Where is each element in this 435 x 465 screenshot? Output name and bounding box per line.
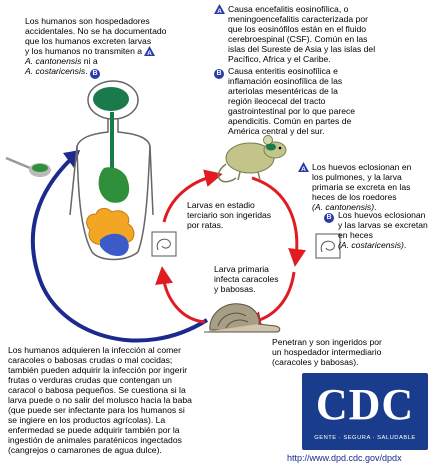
note-line: Penetran y son ingeridos por [272,337,382,347]
note-line: Larvas en estadio [187,200,255,210]
note-line: y los humanos no transmiten a A [25,46,195,56]
note-line: meningoencefalitis caracterizada por [228,14,368,24]
note-text: y los humanos no transmiten a [25,46,143,56]
species-a-cantonensis: A. cantonensis [25,56,82,66]
note-line: y las larvas se excretan [338,220,428,230]
human-brain [93,87,129,111]
badge-a-letter: A [217,8,222,14]
note-line: accidentales. No se ha documentado [25,26,167,36]
note-line: Los huevos eclosionan [338,210,426,220]
note-line: cerebroespinal (CSF). Común en las [228,34,368,44]
larva-box-right [315,233,341,259]
note-line: gastrointestinal por lo que parece [228,106,356,116]
cycle-arrow-larva-to-rat [162,169,223,223]
badge-a-letter: A [148,50,153,56]
badge-b-icon: B [214,66,224,79]
larva-box-left [151,231,177,257]
note-text: . [374,202,377,212]
note-line: caracol o babosa pequeños. Se cuestiona … [8,385,186,395]
note-line: se ingiere en los productos agrícolas). … [8,415,166,425]
note-b-enteritis: Causa enteritis eosinofílica e inflamaci… [228,66,428,136]
note-line: que los eosinófilos están en el fluido [228,24,367,34]
note-line: (que puede ser infectante para los human… [8,405,185,415]
cycle-arrow-rat-to-snail [251,176,307,267]
species-a-costaricensis: A. costaricensis [25,66,86,76]
note-line: los pulmones, y la larva [312,172,402,182]
note-line: A. cantonensis ni a [25,56,195,66]
badge-b-letter: B [92,70,98,77]
note-line: heces de los roedores [312,192,397,202]
note-a-eggs-rodent: Los huevos eclosionan en los pulmones, y… [312,162,430,212]
note-line: (caracoles y babosas). [272,357,359,367]
note-line: caracoles o babosas crudas o mal cocidas… [8,355,173,365]
note-line: terciario son ingeridas [187,210,272,220]
badge-b-letter: B [326,214,332,221]
note-line: un hospedador intermediario [272,347,382,357]
note-line: ingestión de animales paraténicos ingect… [8,435,182,445]
note-line: inflamación eosinofílica de las [228,76,343,86]
note-line: y babosas. [214,284,256,294]
note-text: ni a [81,56,98,66]
badge-b-icon: B [89,69,100,79]
note-b-eggs-feces: Los huevos eclosionan y las larvas se ex… [338,210,433,250]
note-text: . [85,66,88,76]
note-line: enfermedad se puede adquirir también por… [8,425,180,435]
note-line: arteriolas mesentéricas de la [228,86,338,96]
human-stomach [98,167,130,203]
note-line: por ratas. [187,220,224,230]
cycle-arrow-snail-to-larva [155,266,206,324]
note-line: A. costaricensis. B [25,66,195,79]
source-url-link[interactable]: http://www.dpd.cdc.gov/dpdx [287,453,402,463]
cdc-logo: CDC GENTE · SEGURA · SALUDABLE [302,373,428,450]
cdc-logo-tagline: GENTE · SEGURA · SALUDABLE [314,435,416,441]
snail-host [204,303,281,333]
note-third-stage-larvae: Larvas en estadio terciario son ingerida… [187,200,297,230]
rat-brain [266,143,276,151]
note-line: Larva primaria [214,264,269,274]
badge-a-letter: A [301,166,306,172]
badge-a-icon: A [214,4,225,14]
note-line: que los humanos excreten larvas [25,36,152,46]
cdc-logo-letters: CDC [315,380,415,429]
human-infection-arrow [30,158,209,343]
note-intermediate-host: Penetran y son ingeridos por un hospedad… [272,337,432,367]
note-line: Causa enteritis eosinofílica e [228,66,338,76]
note-line: infecta caracoles [214,274,279,284]
badge-a-icon: A [144,46,156,56]
note-line: Los humanos adquieren la infección al co… [8,345,181,355]
note-line: Pacífico, Africa y el Caribe. [228,54,331,64]
note-text: . [403,240,407,250]
species-a-cantonensis: (A. cantonensis) [312,202,375,212]
note-line: Los humanos son hospedadores [25,16,150,26]
note-line: apendicitis. Común en partes de [228,116,352,126]
note-line: Los huevos eclosionan en [312,162,412,172]
note-line: (cangrejos o camarones de agua dulce). [8,445,162,455]
note-line: primaria se excreta en las [312,182,411,192]
note-line: (A. cantonensis). [312,202,430,212]
note-line: frutas o verduras crudas que contengan u… [8,375,172,385]
note-line: islas del Sureste de Asia y las islas de… [228,44,376,54]
species-a-costaricensis: (A. costaricensis) [338,240,404,250]
badge-b-letter: B [216,70,222,77]
human-large-intestine [100,233,129,256]
note-line: región ileocecal del tracto [228,96,326,106]
rat-host [217,135,287,183]
note-a-encephalitis: Causa encefalitis eosinofílica, o mening… [228,4,428,64]
note-human-infection: Los humanos adquieren la infección al co… [8,345,258,455]
badge-b-icon: B [324,210,336,223]
note-line: también pueden adquirir la infección por… [8,365,188,375]
note-line: Causa encefalitis eosinofílica, o [228,4,349,14]
note-line: (A. costaricensis). [338,240,433,250]
note-primary-larva: Larva primaria infecta caracoles y babos… [214,264,314,294]
badge-a-icon: A [298,162,310,172]
note-line: larva puede o no salir del molusco hacia… [8,395,192,405]
note-human-accidental-hosts: Los humanos son hospedadores accidentale… [25,16,195,79]
note-line: América central y del sur. [228,126,325,136]
spoon-food [5,156,51,177]
note-line: en heces [338,230,373,240]
